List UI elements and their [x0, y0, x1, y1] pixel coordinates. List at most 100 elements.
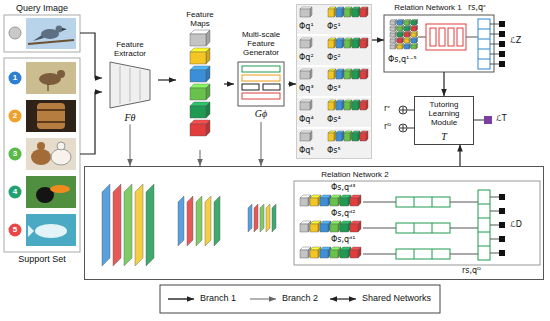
text-slot: ℒD [510, 220, 534, 229]
cube-front [411, 45, 416, 49]
text-slot: Φs,qᵈ³ [331, 183, 375, 192]
wire [363, 254, 396, 255]
photo-fish [35, 224, 67, 238]
cube-side [366, 7, 368, 17]
generator-module: Multi-scale Feature GeneratorGϕ [234, 30, 288, 122]
output-square [499, 194, 505, 200]
text-slot: Φs² [327, 53, 369, 62]
cube-side [366, 38, 368, 48]
cube-side [395, 20, 397, 26]
output-square [499, 41, 505, 47]
feature-sheet [146, 184, 154, 266]
cube-front [390, 39, 395, 43]
cube-front [390, 21, 395, 25]
image-frame [4, 15, 80, 52]
cube-front [310, 198, 318, 206]
node-label: Φq¹ [299, 22, 325, 31]
photo-barrel [37, 103, 65, 129]
output-square [499, 31, 505, 37]
network-layer [414, 249, 415, 259]
cube-front [352, 102, 358, 110]
cube-front [190, 52, 206, 64]
cube-side [342, 38, 344, 48]
image-panel: Support Set12345 [4, 58, 80, 266]
circle-fill [9, 224, 22, 237]
photo-band [37, 109, 65, 111]
text-slot: Branch 2 [282, 293, 318, 303]
text-slot: 2 [8, 111, 22, 120]
image-panel: Query Image [4, 3, 80, 53]
cube-side [402, 44, 404, 50]
node-label: Φq⁴ [299, 115, 325, 124]
cube-side [395, 32, 397, 38]
cube-side [206, 120, 210, 136]
sum-symbol [399, 106, 407, 114]
node-label: Φs,qᵈ³ [331, 183, 375, 192]
generator-layer [242, 75, 280, 81]
node-label: Tutoring Learning Module [415, 100, 473, 128]
feature-sheet [102, 184, 110, 266]
cube-side [358, 100, 360, 110]
wire [490, 253, 499, 254]
text-slot: Φq¹ [299, 22, 325, 31]
node-label: Φs⁵ [327, 146, 369, 155]
cube-side [358, 195, 361, 206]
cube-front [336, 71, 342, 79]
cube-front [300, 133, 310, 141]
wire [474, 120, 484, 121]
cube-front [328, 133, 334, 141]
math-label: rᶻ [384, 104, 398, 113]
cube-side [395, 38, 397, 44]
cube-side [206, 84, 210, 100]
photo-beak [50, 185, 70, 193]
sum-cross [403, 125, 404, 131]
cube-front [300, 198, 308, 206]
extractor-stripe [120, 66, 121, 104]
node-label: Fθ [102, 112, 158, 124]
text-slot: rᶻ [384, 104, 398, 113]
cube-side [402, 32, 404, 38]
legend-sample [168, 298, 194, 299]
text-slot: 3 [8, 149, 22, 158]
cube-front [397, 33, 402, 37]
cube-front [404, 39, 409, 43]
text-slot: Multi-scale Feature Generator [234, 30, 288, 58]
text-slot: 5 [8, 225, 22, 234]
cube-side [342, 7, 344, 17]
score-column [478, 190, 490, 260]
support-photo [26, 62, 76, 94]
feature-sheet [272, 204, 276, 232]
support-photo [26, 214, 76, 246]
cube-front [300, 71, 310, 79]
cube-side [416, 20, 418, 26]
photo-fish-tail [28, 225, 34, 237]
cube-front [320, 198, 328, 206]
cube-side [206, 48, 210, 64]
node-label: Multi-scale Feature Generator [234, 30, 288, 58]
cube-front [360, 40, 366, 48]
score-cell [478, 39, 490, 40]
cube-side [206, 102, 210, 118]
text-slot: Φq³ [299, 84, 325, 93]
flow-arrow [372, 39, 384, 40]
cube-side [409, 38, 411, 44]
feature-panel: Φq¹Φs¹Φq²Φs²Φq³Φs³Φq⁴Φs⁴Φq⁵Φs⁵ [296, 4, 372, 159]
network-layers [426, 24, 466, 50]
cube-side [409, 44, 411, 50]
feature-sheet [254, 204, 258, 232]
support-photo [26, 138, 76, 170]
wire [490, 64, 499, 65]
cube-side [409, 20, 411, 26]
generator-layer [242, 93, 280, 99]
node-label: 1 [8, 73, 22, 82]
number-circle: 2 [8, 109, 22, 123]
text-slot: Support Set [4, 254, 80, 264]
cube-side [310, 7, 312, 17]
output-square [499, 51, 505, 57]
math-label: rᴰ [384, 122, 398, 131]
cube-side [334, 38, 336, 48]
network-layer [432, 223, 433, 233]
wire [450, 202, 478, 203]
cube-side [416, 26, 418, 32]
cube-front [404, 33, 409, 37]
